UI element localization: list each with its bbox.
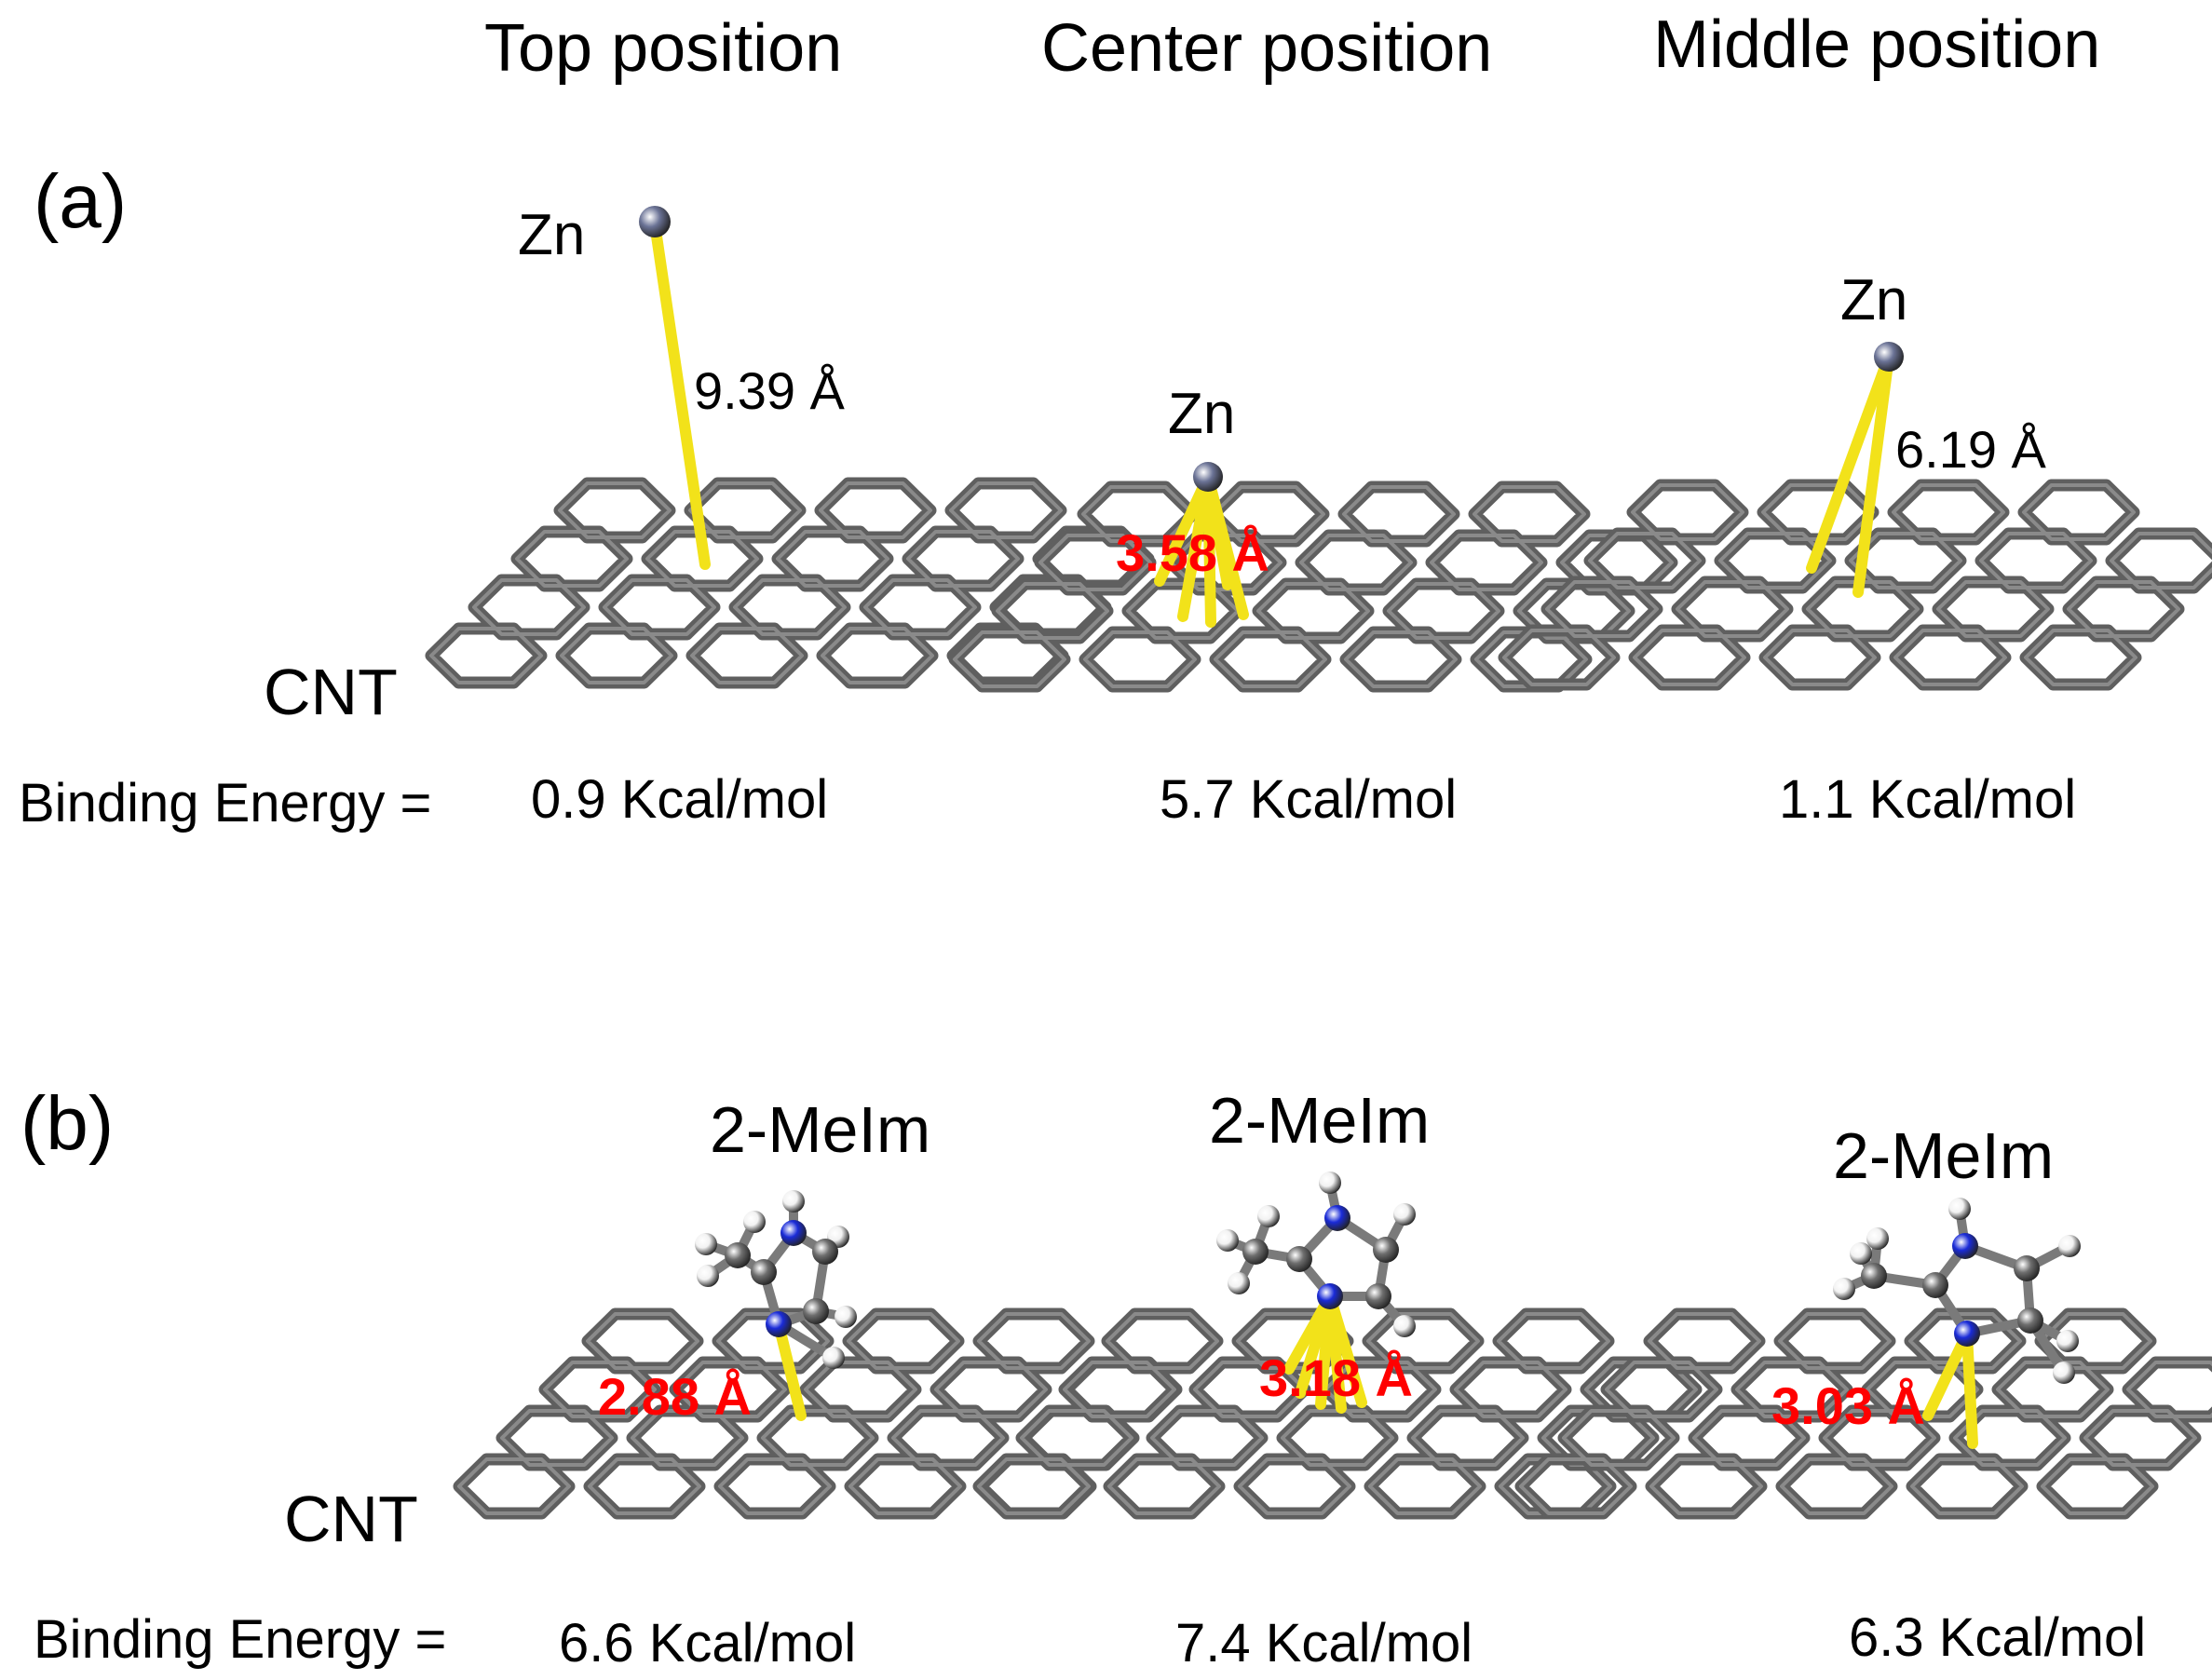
cnt-lattice-a-middle-highlight	[1502, 483, 2212, 686]
column-heading-top: Top position	[484, 11, 843, 86]
panel-label-a: (a)	[34, 159, 128, 244]
zn-bond-a-middle-1	[1806, 351, 1894, 574]
meim-b-top-h-atom-3	[697, 1265, 719, 1287]
energy-b-middle: 6.3 Kcal/mol	[1849, 1607, 2147, 1668]
meim-b-center-h-atom-2	[1216, 1229, 1239, 1252]
energy-prefix-a: Binding Energy =	[19, 773, 432, 833]
meim-b-top-c-atom-3	[803, 1298, 829, 1324]
meim-b-middle-c-atom-1	[1922, 1272, 1948, 1298]
meim-b-center-h-atom-3	[1228, 1272, 1250, 1294]
meim-b-center-n-atom-1	[1324, 1205, 1350, 1231]
meim-b-top-c-atom-1	[751, 1259, 777, 1285]
meim-b-center-c-atom-3	[1365, 1283, 1391, 1309]
meim-b-top-n-atom-2	[766, 1311, 792, 1337]
meim-b-center-cnt-bond-5	[1283, 1291, 1336, 1375]
distance-label-b-center: 3.18 Å	[1259, 1348, 1413, 1407]
meim-b-center-c-atom-2	[1373, 1237, 1399, 1263]
column-heading-middle: Middle position	[1653, 7, 2101, 82]
meim-b-middle-h-atom-7	[2053, 1362, 2075, 1384]
panel-label-b: (b)	[20, 1081, 115, 1166]
distance-label-b-middle: 3.03 Å	[1771, 1376, 1925, 1435]
substrate-label-a: CNT	[264, 656, 398, 728]
distance-label-a-middle: 6.19 Å	[1895, 420, 2046, 479]
meim-b-center-n-atom-2	[1317, 1283, 1343, 1309]
energy-a-middle: 1.1 Kcal/mol	[1779, 769, 2077, 830]
meim-b-top-n-atom-1	[780, 1220, 807, 1246]
meim-b-middle-h-atom-5	[2058, 1235, 2081, 1257]
zn-atom-a-center	[1193, 462, 1223, 492]
atom-label-zn-middle: Zn	[1840, 268, 1908, 332]
atom-label-zn-top: Zn	[518, 203, 586, 267]
meim-b-top-c-atom-methyl	[725, 1242, 751, 1268]
molecule-label-b-top: 2-MeIm	[710, 1093, 931, 1166]
meim-b-center-h-atom-5	[1393, 1203, 1416, 1226]
zn-bond-a-center-5	[1202, 471, 1233, 590]
meim-b-top-h-atom-2	[695, 1233, 717, 1255]
cnt-lattice-b-center-highlight	[977, 1312, 1698, 1515]
zn-bond-a-top	[649, 218, 711, 570]
meim-b-top-h-atom-1	[782, 1190, 805, 1213]
molecule-label-b-middle: 2-MeIm	[1833, 1119, 2055, 1192]
meim-b-center-h-atom-1	[1319, 1172, 1341, 1194]
energy-prefix-b: Binding Energy =	[34, 1609, 447, 1670]
meim-b-middle-c-atom-3	[2017, 1307, 2043, 1334]
meim-b-middle-h-atom-3	[1850, 1242, 1872, 1265]
meim-b-middle-c-atom-2	[2014, 1255, 2040, 1281]
meim-b-center-h-atom-4	[1257, 1205, 1280, 1227]
zn-bond-a-center-2	[1154, 471, 1214, 587]
meim-b-middle-cnt-bond-2	[1961, 1328, 1978, 1449]
atom-label-zn-center: Zn	[1168, 382, 1236, 446]
molecules-layer	[639, 206, 2081, 1449]
meim-b-middle-n-atom-2	[1954, 1321, 1980, 1347]
meim-b-center-h-atom-6	[1393, 1315, 1416, 1337]
zn-bond-a-middle-2	[1852, 351, 1894, 598]
distance-label-a-center: 3.58 Å	[1116, 523, 1269, 582]
meim-b-top-c-atom-2	[812, 1239, 838, 1265]
meim-b-middle-h-atom-2	[1833, 1278, 1855, 1300]
meim-b-top-cnt-bond-1	[773, 1319, 807, 1421]
meim-b-top-h-atom-6	[835, 1306, 857, 1328]
energy-b-top: 6.6 Kcal/mol	[559, 1613, 857, 1673]
meim-b-top-h-atom-7	[822, 1347, 845, 1369]
energy-b-center: 7.4 Kcal/mol	[1175, 1613, 1473, 1673]
zn-atom-a-middle	[1874, 342, 1904, 372]
molecule-label-b-center: 2-MeIm	[1209, 1084, 1431, 1157]
meim-b-middle-h-atom-4	[1866, 1227, 1889, 1250]
cnt-lattices	[425, 477, 2212, 1520]
cnt-lattice-b-middle-highlight	[1519, 1312, 2212, 1515]
meim-b-center-c-atom-methyl	[1242, 1239, 1269, 1265]
meim-b-middle-n-atom-1	[1952, 1233, 1978, 1259]
energy-a-center: 5.7 Kcal/mol	[1160, 769, 1458, 830]
meim-b-center-cnt-bond-4	[1324, 1291, 1367, 1408]
meim-b-top-h-atom-4	[743, 1211, 766, 1233]
meim-b-center-c-atom-1	[1286, 1246, 1312, 1272]
column-heading-center: Center position	[1041, 11, 1493, 86]
meim-b-middle-h-atom-6	[2056, 1330, 2079, 1352]
distance-label-b-top: 2.88 Å	[598, 1367, 752, 1426]
meim-b-middle-cnt-bond-1	[1922, 1328, 1973, 1421]
meim-b-middle-h-atom-1	[1948, 1198, 1971, 1220]
distance-label-a-top: 9.39 Å	[694, 361, 845, 420]
meim-b-middle-c-atom-methyl	[1861, 1263, 1887, 1289]
substrate-label-b: CNT	[284, 1483, 418, 1555]
energy-a-top: 0.9 Kcal/mol	[531, 769, 829, 830]
zn-atom-a-top	[639, 206, 671, 237]
